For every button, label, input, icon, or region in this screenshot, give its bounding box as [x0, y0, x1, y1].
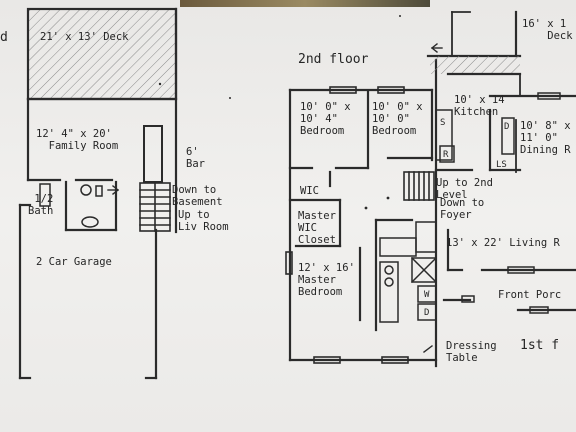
deck-label: 21' x 13' Deck	[40, 31, 129, 43]
s-marker: S	[440, 118, 446, 128]
wic-label: WIC	[300, 185, 319, 197]
second-floor-title: 2nd floor	[298, 52, 369, 67]
kitchen-label: 10' x 14 Kitchen	[454, 94, 505, 118]
corner-letter: d	[0, 30, 8, 45]
dressing-table-label: Dressing Table	[446, 340, 497, 364]
w-marker: W	[424, 290, 430, 300]
bar-label: 6' Bar	[186, 146, 205, 170]
dining-room-label: 10' 8" x 11' 0" Dining R	[520, 120, 571, 156]
down-to-basement-label: Down to Basement	[172, 184, 223, 208]
bedroom-1-label: 10' 0" x 10' 4" Bedroom	[300, 101, 351, 137]
garage-label: 2 Car Garage	[36, 256, 112, 268]
photo-edge	[180, 0, 430, 7]
up-to-living-room-label: Up to Liv Room	[178, 209, 229, 233]
up-to-second-level-label: Up to 2nd Level	[436, 177, 493, 201]
d-marker: D	[504, 122, 510, 132]
deck-right-label: 16' x 1 Deck	[522, 18, 573, 42]
ls-marker: LS	[496, 160, 507, 170]
living-room-label: 13' x 22' Living R	[446, 237, 560, 249]
down-to-foyer-label: Down to Foyer	[440, 197, 485, 221]
family-room-label: 12' 4" x 20' Family Room	[36, 128, 119, 152]
half-bath-label: 1/2 Bath	[28, 193, 54, 217]
bedroom-2-label: 10' 0" x 10' 0" Bedroom	[372, 101, 423, 137]
r-marker: R	[443, 150, 449, 160]
master-wic-closet-label: Master WIC Closet	[298, 210, 336, 246]
d2-marker: D	[424, 308, 430, 318]
deck-area	[26, 7, 178, 101]
first-floor-title: 1st f	[520, 338, 560, 353]
front-porch-label: Front Porc	[498, 289, 562, 301]
master-bedroom-label: 12' x 16' Master Bedroom	[298, 262, 355, 298]
